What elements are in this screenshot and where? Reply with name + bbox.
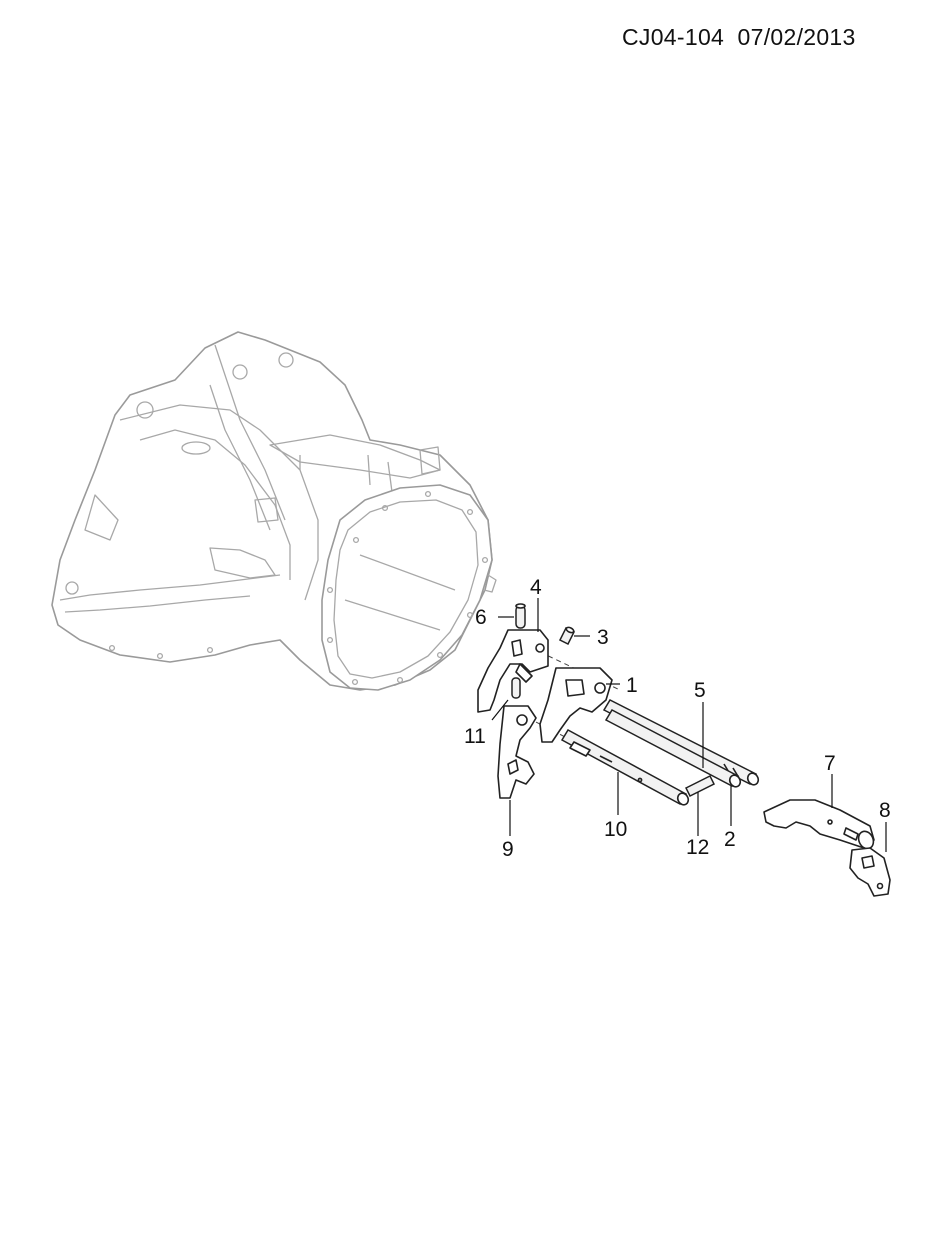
part-7-shift-gate bbox=[763, 799, 875, 850]
part-11-roll-pin bbox=[511, 677, 521, 699]
callout-9: 9 bbox=[502, 838, 514, 861]
callout-4: 4 bbox=[530, 576, 542, 599]
part-8-bracket bbox=[849, 847, 891, 897]
shift-components bbox=[477, 603, 891, 897]
diagram-code-date: CJ04-104 07/02/2013 bbox=[622, 24, 856, 50]
callout-12: 12 bbox=[686, 836, 709, 859]
part-2-shift-rail bbox=[604, 709, 742, 788]
part-10-shift-rail bbox=[560, 728, 690, 806]
part-9-shift-fork bbox=[497, 705, 537, 799]
callout-3: 3 bbox=[597, 626, 609, 649]
part-3-roll-pin bbox=[558, 626, 576, 646]
callout-7: 7 bbox=[824, 752, 836, 775]
part-4-shift-fork bbox=[477, 629, 549, 713]
callout-8: 8 bbox=[879, 799, 891, 822]
callout-5: 5 bbox=[694, 679, 706, 702]
callout-10: 10 bbox=[604, 818, 627, 841]
part-12-interlock-pin bbox=[684, 774, 716, 798]
callout-11: 11 bbox=[464, 725, 486, 748]
callout-6: 6 bbox=[475, 606, 487, 629]
callout-2: 2 bbox=[724, 828, 736, 851]
part-6-roll-pin bbox=[515, 603, 526, 629]
part-1-shift-fork bbox=[539, 667, 613, 743]
transmission-housing bbox=[51, 331, 497, 691]
callout-1: 1 bbox=[626, 674, 638, 697]
callout-labels: 6 4 3 1 5 2 10 12 11 9 7 8 bbox=[464, 576, 891, 861]
leader-lines bbox=[491, 598, 887, 852]
